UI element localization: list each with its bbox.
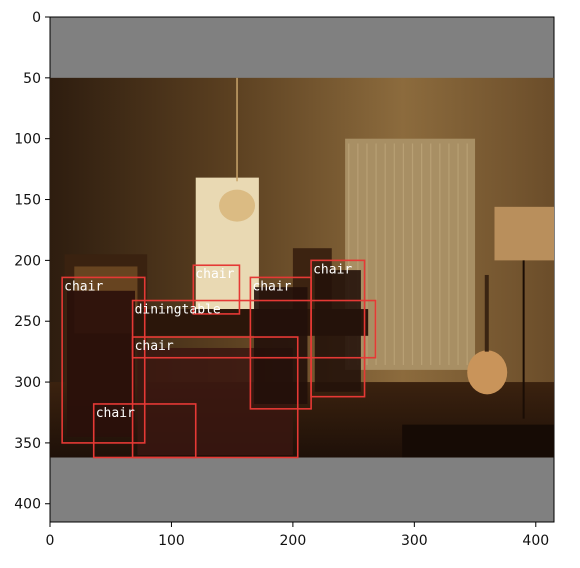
guitar-body [467, 350, 508, 395]
bbox-chair [61, 276, 146, 444]
floor-lamp-shade [494, 206, 554, 261]
y-tick-label: 150 [14, 193, 41, 209]
bbox-chair [192, 264, 241, 315]
x-tick-label: 0 [46, 533, 55, 549]
chair-left [67, 290, 136, 437]
chandelier [219, 189, 256, 222]
x-tick-label: 100 [158, 533, 185, 549]
bbox-chair [92, 403, 197, 459]
y-tick-label: 200 [14, 253, 41, 269]
y-tick-label: 0 [32, 10, 41, 26]
bbox-label: chair [64, 279, 103, 294]
y-tick-label: 400 [14, 497, 41, 513]
y-tick-label: 250 [14, 314, 41, 330]
y-tick-label: 350 [14, 436, 41, 452]
y-tick-label: 100 [14, 132, 41, 148]
bbox-chair [131, 336, 299, 459]
chair-mid [254, 287, 308, 404]
y-tick-label: 300 [14, 375, 41, 391]
room-photo [50, 77, 554, 458]
detection-boxes: chair chair chair chair diningtable chair chai… [61, 259, 377, 459]
coffee-table [402, 424, 554, 458]
x-tick-label: 400 [522, 533, 549, 549]
axis-ticks: 0 100 200 300 400 0 50 100 150 200 250 300 350 400 [14, 10, 549, 549]
bbox-label: chair [96, 406, 135, 421]
x-tick-label: 300 [401, 533, 428, 549]
x-tick-label: 200 [280, 533, 307, 549]
bbox-diningtable [131, 299, 377, 359]
bbox-chair [310, 259, 366, 398]
bbox-label: chair [313, 262, 352, 277]
chair-right [314, 270, 361, 392]
bbox-label: chair [135, 339, 174, 354]
bbox-label: diningtable [135, 303, 221, 318]
bbox-label: chair [252, 279, 291, 294]
bbox-label: chair [195, 267, 234, 282]
guitar-neck [484, 274, 489, 352]
y-tick-label: 50 [23, 71, 41, 87]
